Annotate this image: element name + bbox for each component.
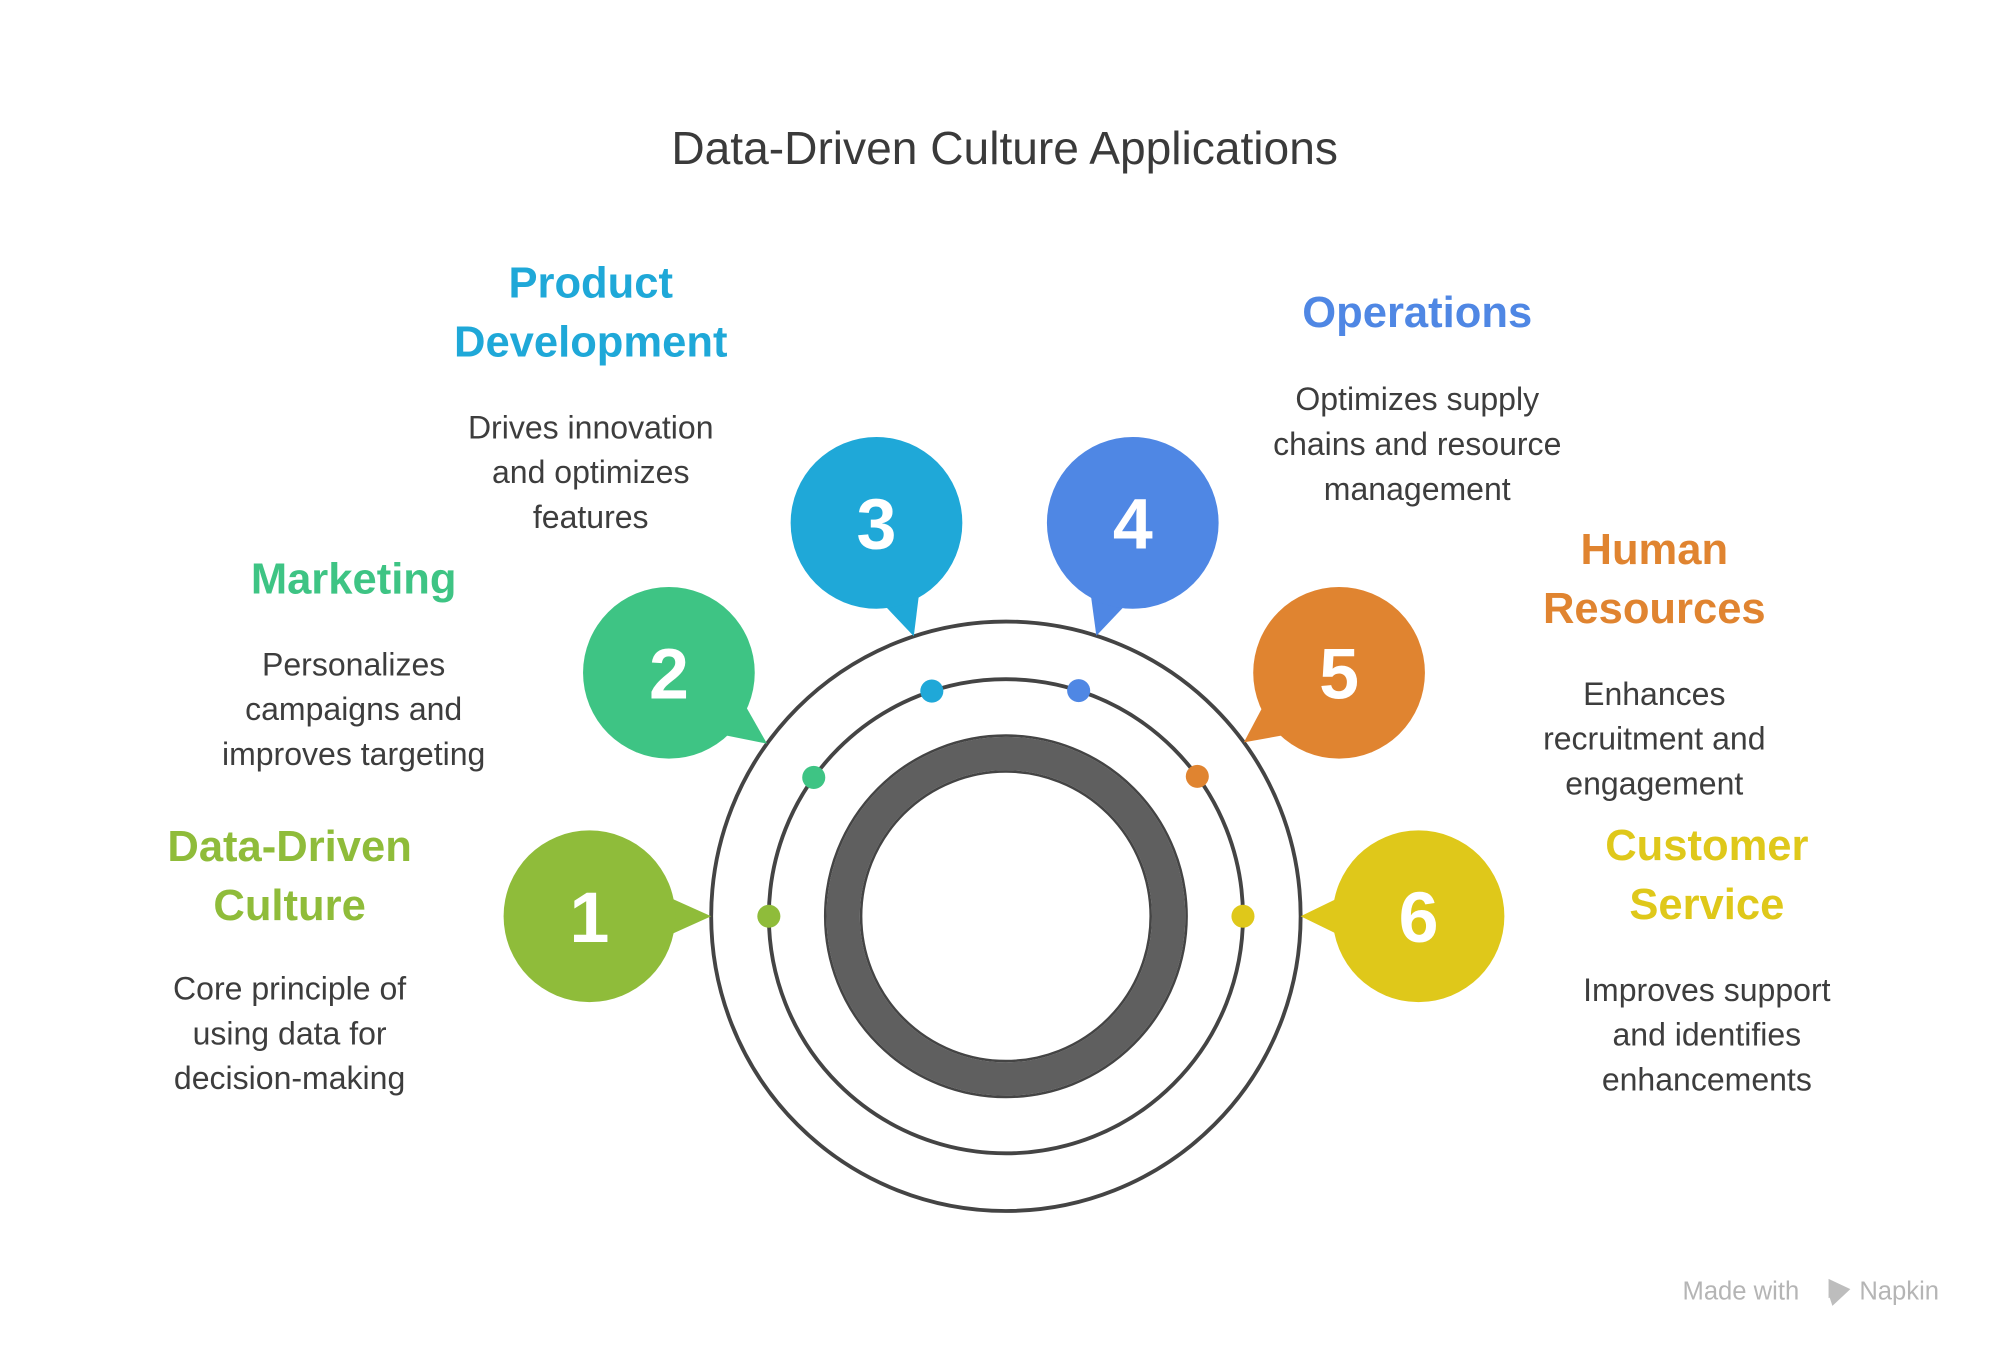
- step-3-bubble: 3: [790, 437, 963, 703]
- core-ring-outline-inner: [859, 770, 1152, 1063]
- step-number: 6: [1399, 878, 1439, 958]
- step-heading: Human: [1581, 526, 1729, 574]
- step-heading: Development: [454, 318, 727, 366]
- bubble-circle: [503, 830, 676, 1003]
- step-description: features: [533, 499, 649, 535]
- step-1-bubble: 1: [503, 830, 781, 1003]
- step-heading: Marketing: [251, 555, 457, 603]
- step-5-bubble: 5: [1185, 586, 1425, 788]
- watermark-prefix: Made with: [1682, 1277, 1799, 1305]
- step-description: chains and resource: [1273, 426, 1561, 462]
- step-number: 2: [649, 634, 689, 714]
- step-description: Drives innovation: [468, 409, 714, 445]
- step-description: engagement: [1565, 766, 1743, 802]
- core-ring: [826, 736, 1186, 1096]
- outer-ring: [709, 619, 1303, 1213]
- step-description: enhancements: [1602, 1062, 1812, 1098]
- watermark: Made with Napkin: [1682, 1277, 1939, 1306]
- ring-dot: [920, 679, 944, 703]
- bubble-circle: [1253, 586, 1425, 759]
- step-4-bubble: 4: [1046, 437, 1219, 703]
- ring-dot: [757, 904, 781, 928]
- step-description: Improves support: [1583, 972, 1830, 1008]
- step-description: and optimizes: [492, 454, 690, 490]
- bubble-circle: [1332, 830, 1505, 1003]
- step-description: improves targeting: [222, 736, 485, 772]
- core-ring-outline-outer: [823, 734, 1188, 1099]
- center-rings: [709, 619, 1303, 1213]
- ring-dot: [1185, 764, 1209, 788]
- step-description: Optimizes supply: [1295, 381, 1539, 417]
- ring-dot: [1067, 679, 1091, 703]
- napkin-logo-icon: [1828, 1278, 1851, 1306]
- step-number: 4: [1113, 484, 1153, 564]
- step-heading: Culture: [213, 882, 365, 930]
- bubble-circle: [583, 586, 755, 759]
- step-number: 3: [857, 484, 897, 564]
- watermark-brand: Napkin: [1859, 1277, 1939, 1305]
- step-description: Personalizes: [262, 646, 445, 682]
- bubble-circle: [790, 437, 963, 609]
- step-description: Core principle of: [173, 971, 406, 1007]
- step-description: management: [1324, 471, 1511, 507]
- step-heading: Resources: [1543, 585, 1766, 633]
- step-heading: Operations: [1302, 289, 1532, 337]
- step-description: decision-making: [174, 1060, 405, 1096]
- step-description: using data for: [193, 1015, 387, 1051]
- step-description: Enhances: [1583, 676, 1725, 712]
- step-2-bubble: 2: [583, 586, 826, 789]
- step-description: campaigns and: [245, 691, 462, 727]
- step-number: 5: [1319, 634, 1359, 714]
- step-heading: Product: [508, 259, 673, 307]
- page-title: Data-Driven Culture Applications: [671, 122, 1338, 174]
- step-heading: Customer: [1605, 822, 1808, 870]
- step-number: 1: [569, 878, 609, 958]
- ring-dot: [802, 765, 826, 789]
- step-heading: Service: [1629, 881, 1784, 929]
- step-description: and identifies: [1613, 1017, 1802, 1053]
- bubble-circle: [1046, 437, 1219, 609]
- step-heading: Data-Driven: [167, 823, 411, 871]
- ring-dot: [1231, 904, 1255, 928]
- step-description: recruitment and: [1543, 721, 1765, 757]
- step-6-bubble: 6: [1231, 830, 1505, 1003]
